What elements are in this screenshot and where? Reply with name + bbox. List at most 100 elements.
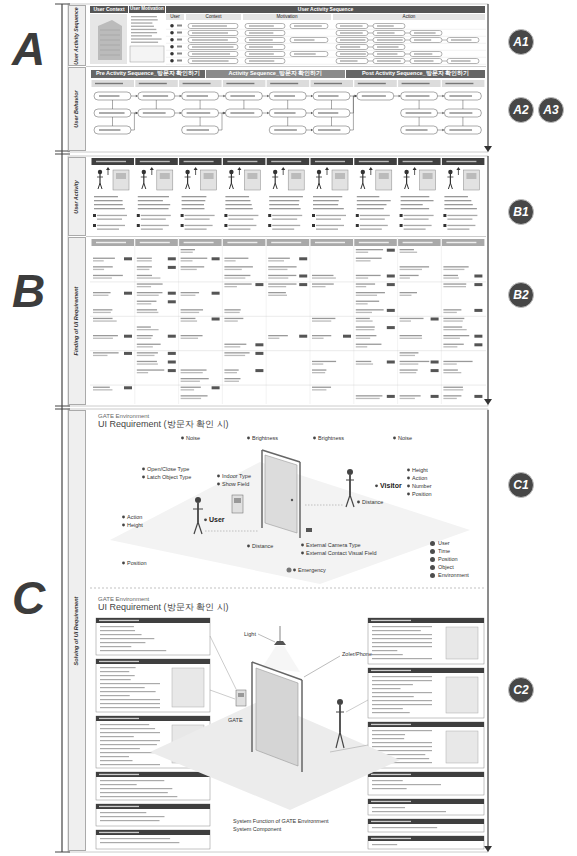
header-cell: User Activity Sequence [166, 6, 485, 13]
text-placeholder [100, 796, 177, 797]
section-frame [68, 409, 488, 852]
text-placeholder [312, 372, 325, 373]
visitor-figure [346, 495, 350, 507]
tag [255, 352, 263, 355]
text-placeholder [93, 295, 108, 296]
text-placeholder [449, 95, 472, 96]
arrow-head [355, 95, 357, 97]
text-placeholder [313, 196, 342, 197]
text-placeholder [99, 832, 139, 833]
text-placeholder [137, 283, 163, 284]
tag [168, 300, 176, 303]
visitor-figure [350, 495, 354, 507]
sequence-header: Activity Sequence_방문자 확인하기 [206, 70, 345, 78]
behavior-box [225, 92, 262, 100]
text-placeholder [371, 838, 411, 839]
activity-header [223, 158, 266, 165]
text-placeholder [131, 42, 158, 43]
row-line [166, 57, 486, 58]
person-body [143, 174, 144, 183]
text-placeholder [100, 812, 146, 813]
flow-line [462, 117, 463, 126]
text-placeholder [137, 275, 152, 276]
text-placeholder [224, 266, 252, 267]
section-title: GATE Environment [98, 596, 149, 603]
text-placeholder [181, 369, 207, 370]
arrow-head [355, 95, 357, 97]
function-box [368, 799, 484, 815]
text-placeholder [224, 320, 237, 321]
function-header [96, 618, 210, 623]
legend-text: Time [438, 548, 450, 554]
flow-arrow [488, 4, 489, 146]
requirement-label: Latch Object Type [147, 474, 191, 480]
action-box [373, 24, 405, 29]
text-placeholder [451, 60, 471, 61]
person-leg [319, 183, 321, 189]
text-placeholder [182, 208, 205, 209]
grid-line [222, 238, 223, 404]
tag [299, 335, 307, 338]
text-placeholder [268, 275, 296, 276]
user-figure [194, 522, 198, 534]
function-header [368, 668, 484, 673]
arrow-head [311, 129, 313, 131]
grid-line [310, 238, 311, 404]
grid-line [90, 281, 486, 282]
function-box [368, 668, 484, 718]
text-placeholder [181, 249, 195, 250]
text-placeholder [359, 242, 389, 243]
lamp-cord [280, 626, 281, 641]
text-placeholder [340, 32, 363, 33]
device-screen [466, 173, 476, 179]
requirement-label: Open/Close Type [147, 466, 189, 472]
text-placeholder [100, 728, 155, 729]
person-leg [229, 183, 231, 189]
text-placeholder [340, 39, 365, 40]
text-placeholder [94, 200, 123, 201]
text-placeholder [312, 286, 326, 287]
text-placeholder [131, 19, 158, 20]
text-placeholder [224, 381, 239, 382]
text-placeholder [97, 215, 127, 216]
text-placeholder [404, 215, 434, 216]
person-body [231, 174, 232, 183]
function-header [96, 772, 210, 777]
arrow-head [484, 399, 492, 405]
callout-number: A3 [538, 97, 564, 123]
label-dot [293, 569, 296, 572]
text-placeholder [100, 764, 160, 765]
text-placeholder [100, 748, 140, 749]
person-arm [97, 177, 103, 178]
label-dot [217, 483, 220, 486]
arrow-head [237, 167, 241, 170]
text-placeholder [446, 242, 476, 243]
person-arm [360, 177, 366, 178]
sequence-line [405, 54, 410, 55]
text-placeholder [371, 801, 411, 802]
text-placeholder [100, 707, 160, 708]
grid-header [442, 239, 485, 246]
text-placeholder [268, 338, 279, 339]
behavior-box [357, 92, 394, 100]
flow-line [131, 113, 136, 130]
text-placeholder [187, 129, 209, 130]
flow-line [287, 117, 288, 126]
flow-line [438, 113, 443, 114]
text-placeholder [185, 225, 213, 226]
user-icon [170, 59, 174, 63]
text-placeholder [445, 83, 473, 84]
activity-header [442, 158, 485, 165]
text-placeholder [372, 704, 432, 705]
person-head [404, 170, 408, 174]
function-box [368, 836, 484, 849]
text-placeholder [414, 39, 431, 40]
text-placeholder [443, 369, 457, 370]
arrow-head [223, 112, 225, 114]
text-placeholder [224, 344, 246, 345]
label-dot [122, 524, 125, 527]
user-icon [170, 31, 174, 35]
grid-line [90, 316, 486, 317]
text-placeholder [100, 752, 154, 753]
function-header [96, 830, 210, 835]
